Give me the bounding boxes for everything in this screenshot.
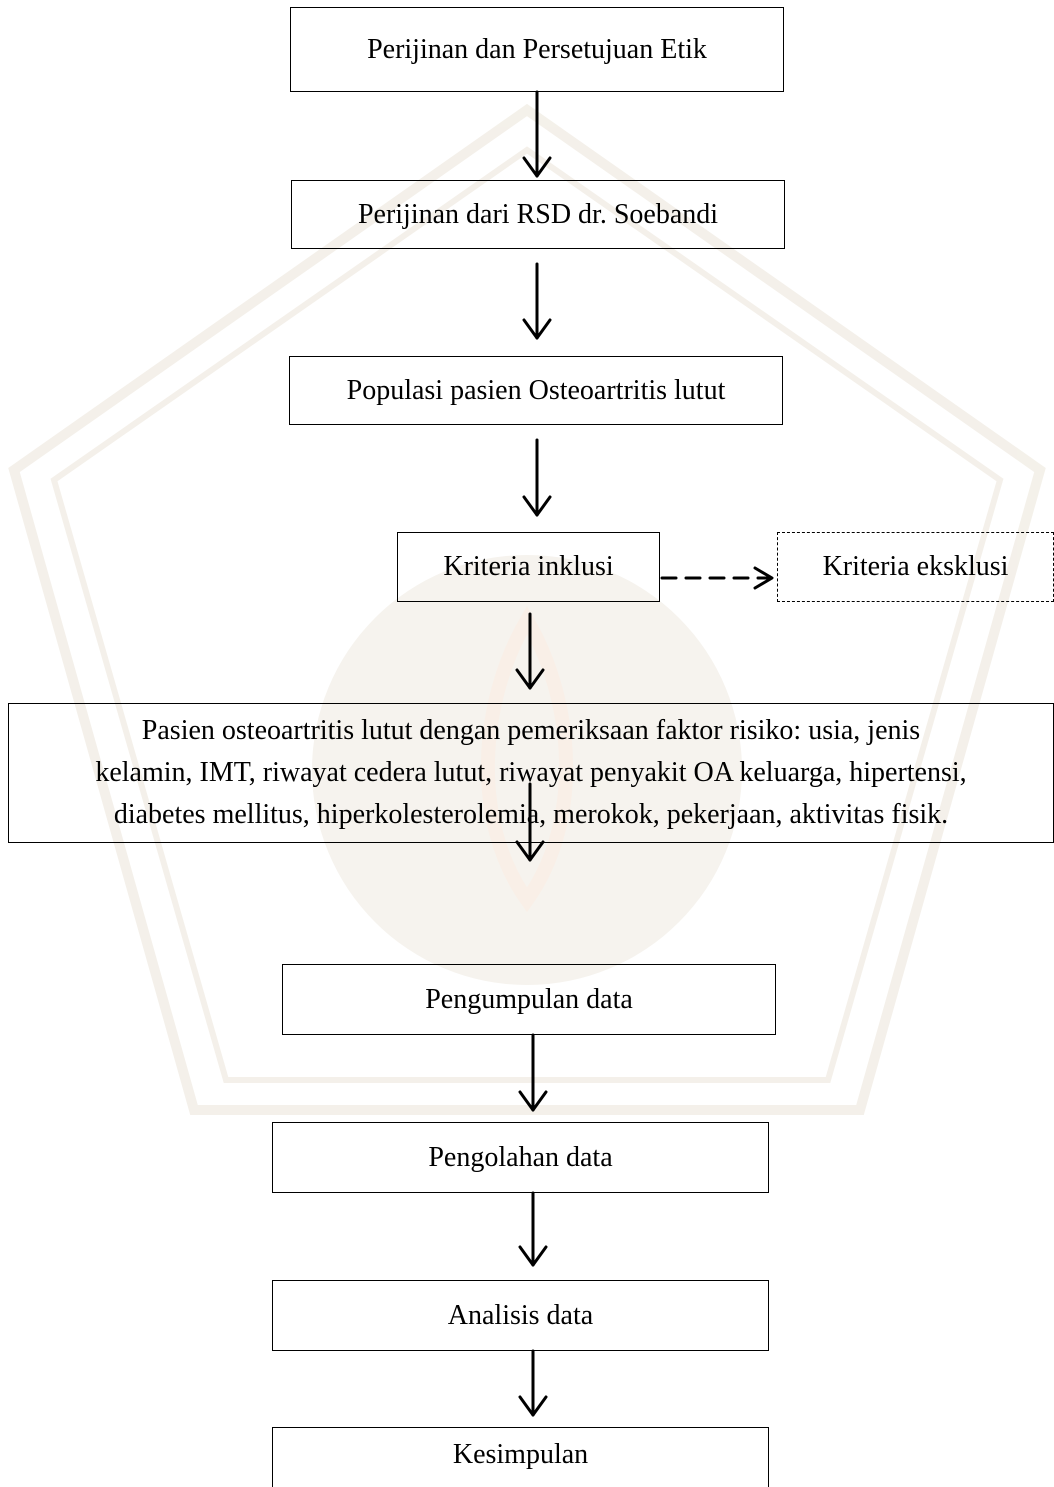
arrow-inclusion-to-risk-factors — [515, 612, 545, 690]
arrow-collection-to-processing — [518, 1033, 548, 1112]
risk-factor-line-2: kelamin, IMT, riwayat cedera lutut, riwa… — [95, 757, 967, 788]
conclusion-label: Kesimpulan — [452, 1439, 589, 1470]
risk-factor-line-1: Pasien osteoartritis lutut dengan pemeri… — [141, 715, 921, 746]
hospital-permit-box: Perijinan dari RSD dr. Soebandi — [291, 180, 785, 249]
hospital-permit-label: Perijinan dari RSD dr. Soebandi — [357, 198, 719, 230]
arrow-analysis-to-conclusion — [518, 1349, 548, 1417]
data-processing-box: Pengolahan data — [272, 1122, 769, 1193]
risk-factor-line-3: diabetes mellitus, hiperkolesterolemia, … — [113, 799, 949, 830]
data-collection-label: Pengumpulan data — [425, 983, 633, 1015]
data-analysis-box: Analisis data — [272, 1280, 769, 1351]
ethics-approval-box: Perijinan dan Persetujuan Etik — [290, 7, 784, 92]
inclusion-criteria-label: Kriteria inklusi — [443, 551, 614, 582]
data-processing-label: Pengolahan data — [428, 1141, 613, 1173]
arrow-ethics-to-permit — [522, 90, 552, 178]
ethics-approval-label: Perijinan dan Persetujuan Etik — [367, 33, 707, 65]
data-collection-box: Pengumpulan data — [282, 964, 776, 1035]
data-analysis-label: Analisis data — [447, 1299, 594, 1331]
arrow-population-to-inclusion — [522, 438, 552, 517]
arrow-permit-to-population — [522, 262, 552, 340]
exclusion-criteria-box: Kriteria eksklusi — [777, 532, 1054, 602]
arrow-processing-to-analysis — [518, 1191, 548, 1267]
population-box: Populasi pasien Osteoartritis lutut — [289, 356, 783, 425]
exclusion-criteria-label: Kriteria eksklusi — [822, 551, 1009, 582]
inclusion-criteria-box: Kriteria inklusi — [397, 532, 660, 602]
arrow-inclusion-to-exclusion-head — [753, 566, 774, 590]
conclusion-box: Kesimpulan — [272, 1427, 769, 1487]
population-label: Populasi pasien Osteoartritis lutut — [346, 374, 726, 406]
risk-factor-patients-box: Pasien osteoartritis lutut dengan pemeri… — [8, 703, 1054, 843]
